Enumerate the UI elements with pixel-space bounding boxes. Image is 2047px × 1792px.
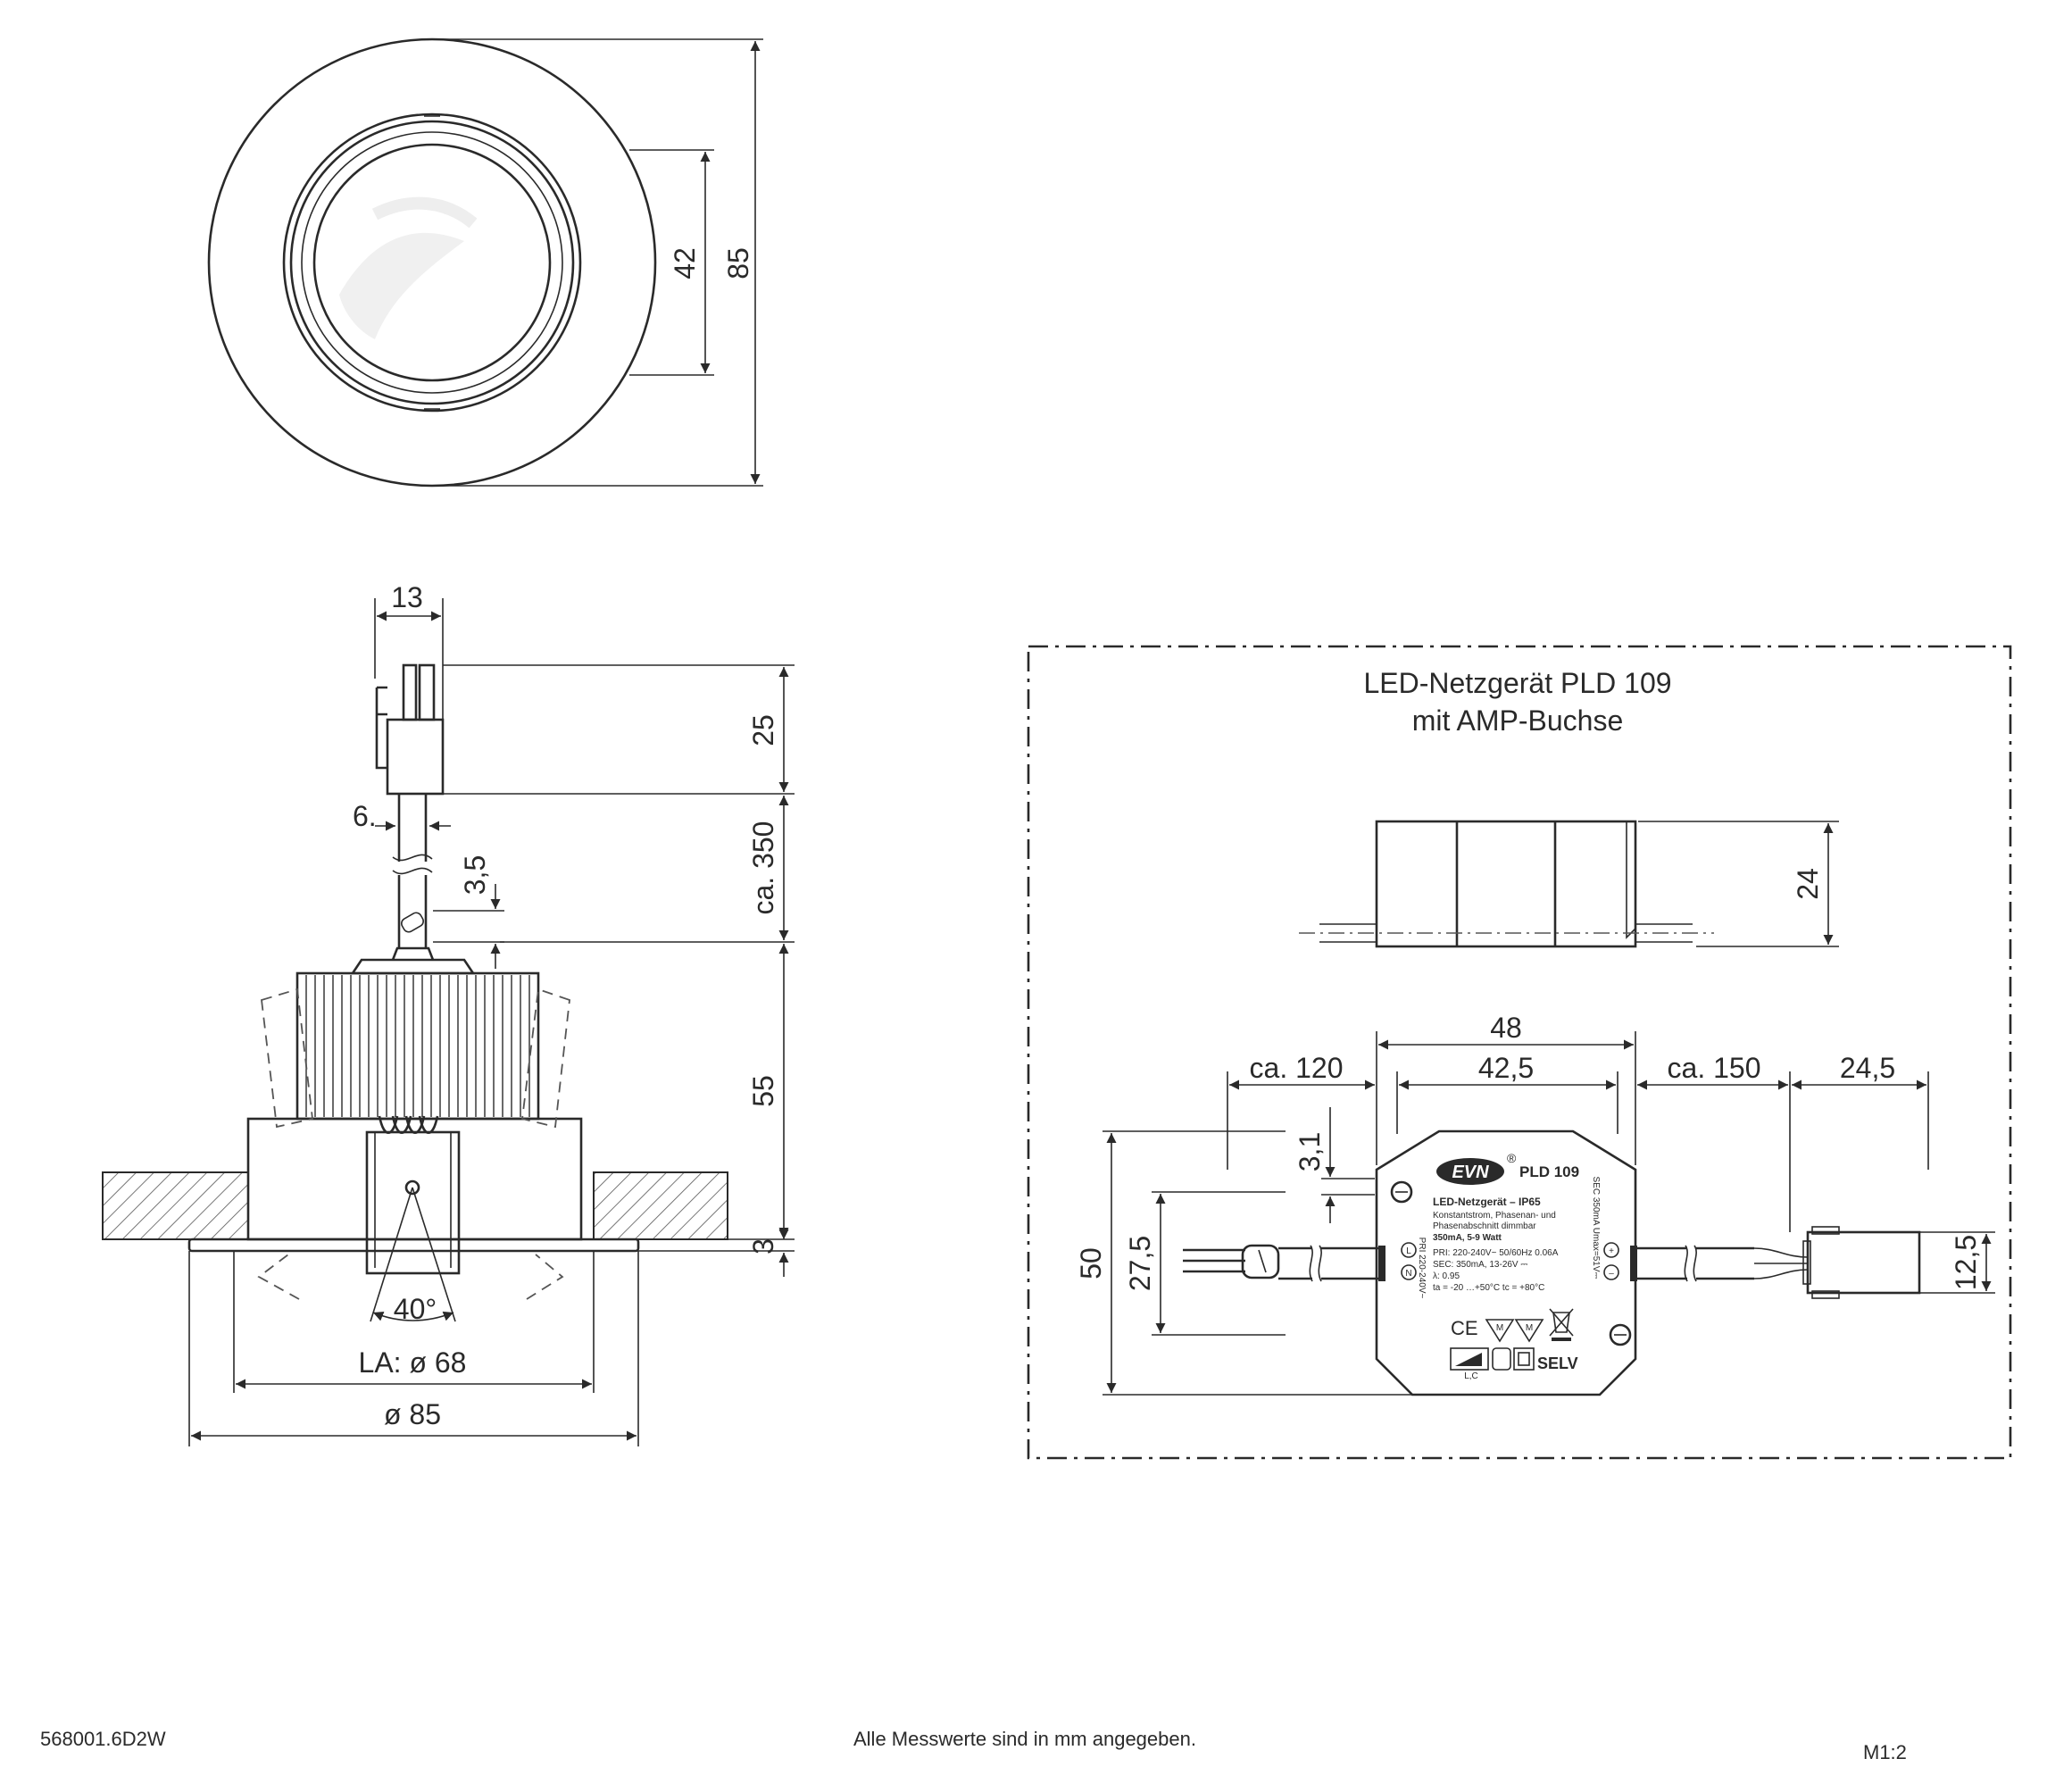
selv-mark: SELV [1537,1354,1578,1372]
dim-42-5: 42,5 [1478,1052,1534,1084]
driver-side-body [1375,820,1637,948]
dim-24: 24 [1792,868,1824,900]
dim-27-5: 27,5 [1124,1236,1156,1291]
m-mark-2-text: M [1526,1323,1533,1333]
m-mark-1-text: M [1496,1323,1503,1333]
dim-13: 13 [391,581,423,613]
dim-85: 85 [722,247,754,279]
label-line3: 350mA, 5-9 Watt [1433,1233,1502,1243]
class2-symbol [1513,1347,1535,1371]
outer-diameter-label: ø 85 [384,1398,441,1430]
cutout-label: LA: ø 68 [359,1346,467,1379]
ceiling-right [593,1171,728,1240]
ce-mark: CE [1451,1317,1478,1339]
dim-12-5: 12,5 [1950,1235,1982,1290]
angle-label: 40° [394,1293,437,1325]
lens [312,143,552,382]
driver-title-line2: mit AMP-Buchse [1412,704,1624,737]
registered-mark: ® [1507,1151,1517,1165]
units-note: Alle Messwerte sind in mm angegeben. [853,1728,1196,1750]
driver-panel: LED-Netzgerät PLD 109 mit AMP-Buchse 24 … [1027,645,2012,1460]
terminal-n: N [1405,1269,1411,1279]
dim-24-5: 24,5 [1840,1052,1895,1084]
label-line4: PRI: 220-240V~ 50/60Hz 0.06A [1433,1248,1559,1258]
logo-text: EVN [1452,1163,1489,1182]
label-line1: Konstantstrom, Phasenan- und [1433,1211,1556,1221]
scale-label: M1:2 [1863,1741,1907,1763]
m-mark-1 [1485,1319,1515,1343]
dim-ca-120: ca. 120 [1250,1052,1344,1084]
dim-ca-350: ca. 350 [747,821,779,915]
driver-frame [1027,645,2012,1460]
weee-icon [1549,1308,1574,1341]
dim-42: 42 [669,247,701,279]
terminal-l: L [1406,1246,1411,1256]
label-model: PLD 109 [1519,1163,1579,1180]
amp-connector [386,718,445,796]
dim-55: 55 [747,1075,779,1107]
top-view: 42 85 [207,38,763,488]
dim-3-5: 3,5 [459,855,491,895]
label-line6: λ: 0.95 [1433,1271,1460,1281]
terminal-plus: + [1609,1246,1614,1256]
dim-25: 25 [747,714,779,746]
dim-3-1: 3,1 [1294,1132,1326,1171]
thermal-symbol [1492,1347,1511,1371]
dim-6: 6. [353,800,377,832]
dim-50: 50 [1075,1247,1107,1279]
label-heading: LED-Netzgerät – IP65 [1433,1196,1541,1208]
lc-text: L,C [1464,1371,1478,1381]
label-pri-side: PRI 220-240V~ [1417,1238,1427,1299]
terminal-minus: – [1609,1269,1614,1279]
label-sec-side: SEC 350mA Umax=51V⎓ [1591,1177,1601,1279]
dim-3: 3 [747,1238,779,1254]
ceiling-left [102,1171,249,1240]
label-line5: SEC: 350mA, 13-26V ⎓ [1433,1260,1527,1270]
label-line2: Phasenabschnitt dimmbar [1433,1221,1536,1231]
dimming-symbol [1450,1347,1489,1371]
driver-title-line1: LED-Netzgerät PLD 109 [1363,667,1671,699]
dim-48: 48 [1490,1012,1522,1044]
m-mark-2 [1514,1319,1544,1343]
amp-socket [1806,1230,1921,1295]
driver-top-body [1375,1129,1637,1396]
label-line7: ta = -20 …+50°C tc = +80°C [1433,1283,1544,1293]
dim-ca-150: ca. 150 [1668,1052,1761,1084]
drawing-code: 568001.6D2W [40,1728,166,1750]
side-view: 40° 13 6. 3,5 25 ca. 350 55 3 [102,581,795,1446]
evn-logo [1436,1158,1504,1185]
